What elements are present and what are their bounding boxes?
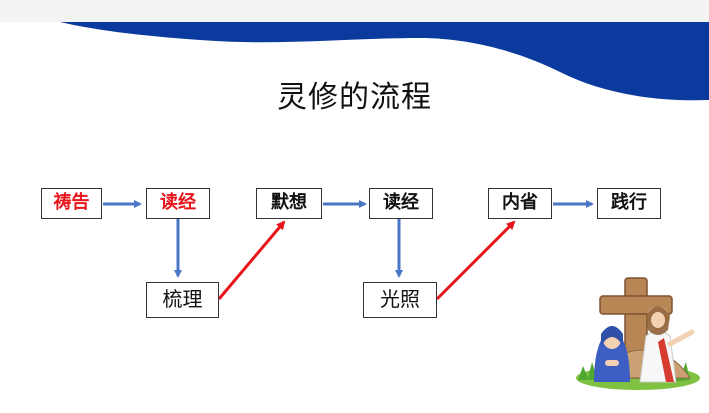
node-illuminate: 光照 <box>363 282 437 318</box>
node-read-scripture-2: 读经 <box>369 188 433 219</box>
page-title: 灵修的流程 <box>277 80 432 115</box>
arrow-illuminate-to-introspect <box>435 220 516 301</box>
node-pray: 祷告 <box>41 188 102 219</box>
node-read-scripture-1: 读经 <box>146 188 210 219</box>
arrow-sort-to-meditate <box>217 220 286 300</box>
node-introspect: 内省 <box>488 188 552 219</box>
top-strip <box>0 0 709 22</box>
node-practice: 践行 <box>597 188 661 219</box>
node-sort-out: 梳理 <box>146 282 219 318</box>
node-meditate: 默想 <box>256 188 322 219</box>
header-wave <box>60 22 709 101</box>
